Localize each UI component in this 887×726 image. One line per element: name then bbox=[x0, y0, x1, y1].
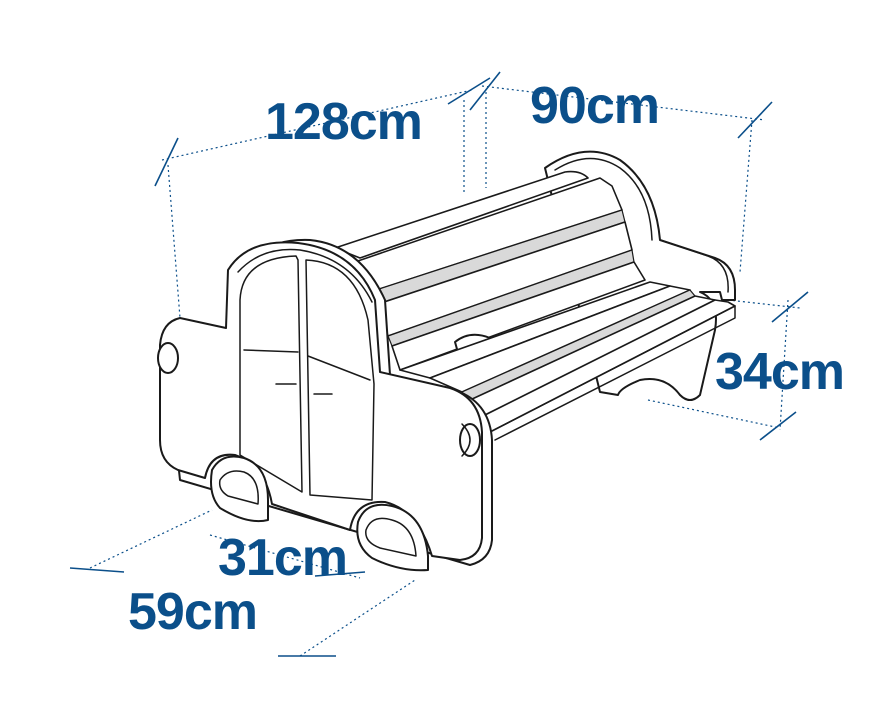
height-label: 90cm bbox=[530, 77, 660, 135]
backrest-slat-1 bbox=[334, 170, 589, 259]
length-label: 128cm bbox=[265, 93, 423, 151]
seat-depth-label: 31cm bbox=[218, 529, 348, 587]
right-door bbox=[305, 259, 375, 501]
dimension-lines bbox=[69, 71, 809, 657]
rear-wheel bbox=[356, 503, 429, 572]
front-wheel bbox=[210, 455, 269, 523]
car-bench bbox=[157, 150, 736, 572]
seat-height-label: 34cm bbox=[715, 343, 845, 401]
left-door bbox=[239, 255, 303, 493]
left-light bbox=[157, 342, 179, 374]
depth-label: 59cm bbox=[128, 583, 258, 641]
